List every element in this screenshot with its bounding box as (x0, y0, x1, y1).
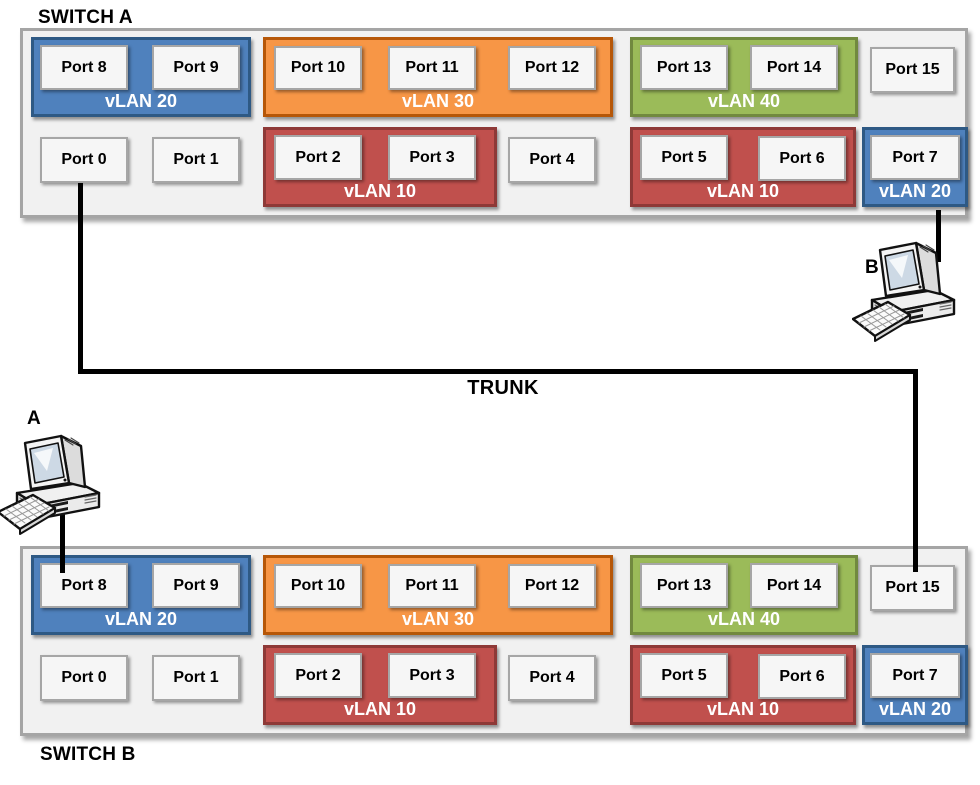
switch-b-port-1: Port 1 (152, 655, 240, 701)
switch-a-port-10: Port 10 (274, 46, 362, 90)
switch-b-vlan20-right-label: vLAN 20 (878, 699, 952, 719)
switch-a-vlan20-top-group: Port 8 Port 9 vLAN 20 (31, 37, 251, 117)
switch-b-port-12: Port 12 (508, 564, 596, 608)
switch-a-vlan30-group: Port 10 Port 11 Port 12 vLAN 30 (263, 37, 613, 117)
switch-a: Port 8 Port 9 vLAN 20 Port 10 Port 11 Po… (20, 28, 968, 218)
switch-b-vlan40-group: Port 13 Port 14 vLAN 40 (630, 555, 858, 635)
switch-a-port-8: Port 8 (40, 45, 128, 90)
switch-a-port-6: Port 6 (758, 136, 846, 181)
switch-a-port-4: Port 4 (508, 137, 596, 183)
switch-b-port-0: Port 0 (40, 655, 128, 701)
switch-b-port-14: Port 14 (750, 563, 838, 608)
switch-b-port-6: Port 6 (758, 654, 846, 699)
switch-b-vlan10-right-label: vLAN 10 (706, 699, 780, 719)
switch-b-vlan30-group: Port 10 Port 11 Port 12 vLAN 30 (263, 555, 613, 635)
switch-b-port-13: Port 13 (640, 563, 728, 608)
switch-a-vlan10-right-label: vLAN 10 (706, 181, 780, 201)
switch-b: Port 8 Port 9 vLAN 20 Port 10 Port 11 Po… (20, 546, 968, 736)
switch-a-vlan40-label: vLAN 40 (707, 91, 781, 111)
computer-icon (0, 434, 101, 536)
switch-b-vlan10-left-group: Port 2 Port 3 vLAN 10 (263, 645, 497, 725)
switch-a-vlan30-label: vLAN 30 (401, 91, 475, 111)
trunk-line-horizontal (78, 369, 918, 374)
switch-b-port-2: Port 2 (274, 653, 362, 698)
switch-b-title: SWITCH B (40, 744, 136, 765)
computer-icon (852, 241, 956, 343)
link-port7-to-computer-b (936, 210, 941, 262)
computer-a-label: A (27, 408, 41, 429)
switch-a-vlan20-right-label: vLAN 20 (878, 181, 952, 201)
switch-b-port-10: Port 10 (274, 564, 362, 608)
switch-b-vlan10-left-label: vLAN 10 (343, 699, 417, 719)
switch-a-vlan10-left-label: vLAN 10 (343, 181, 417, 201)
switch-b-vlan40-label: vLAN 40 (707, 609, 781, 629)
switch-b-vlan20-top-label: vLAN 20 (104, 609, 178, 629)
switch-a-port-13: Port 13 (640, 45, 728, 90)
switch-a-vlan20-right-group: Port 7 vLAN 20 (862, 127, 968, 207)
switch-a-port-15: Port 15 (870, 47, 955, 93)
switch-b-port-7: Port 7 (870, 653, 960, 698)
switch-a-vlan10-left-group: Port 2 Port 3 vLAN 10 (263, 127, 497, 207)
switch-a-port-1: Port 1 (152, 137, 240, 183)
trunk-line-right-vertical (913, 369, 918, 572)
switch-a-port-11: Port 11 (388, 46, 476, 90)
switch-b-port-4: Port 4 (508, 655, 596, 701)
switch-a-title: SWITCH A (38, 7, 133, 28)
switch-a-port-2: Port 2 (274, 135, 362, 180)
trunk-label: TRUNK (467, 377, 539, 399)
trunk-line-left-vertical (78, 183, 83, 374)
switch-b-vlan20-right-group: Port 7 vLAN 20 (862, 645, 968, 725)
switch-a-vlan10-right-group: Port 5 Port 6 vLAN 10 (630, 127, 856, 207)
switch-b-port-15: Port 15 (870, 565, 955, 611)
switch-a-vlan40-group: Port 13 Port 14 vLAN 40 (630, 37, 858, 117)
switch-a-port-9: Port 9 (152, 45, 240, 90)
switch-b-port-9: Port 9 (152, 563, 240, 608)
switch-a-port-14: Port 14 (750, 45, 838, 90)
switch-a-vlan20-top-label: vLAN 20 (104, 91, 178, 111)
switch-a-port-0: Port 0 (40, 137, 128, 183)
switch-b-port-5: Port 5 (640, 653, 728, 698)
switch-b-port-3: Port 3 (388, 653, 476, 698)
switch-b-vlan20-top-group: Port 8 Port 9 vLAN 20 (31, 555, 251, 635)
switch-a-port-3: Port 3 (388, 135, 476, 180)
switch-a-port-12: Port 12 (508, 46, 596, 90)
switch-b-port-8: Port 8 (40, 563, 128, 608)
switch-a-port-7: Port 7 (870, 135, 960, 180)
switch-a-port-5: Port 5 (640, 135, 728, 180)
computer-b-label: B (865, 257, 879, 278)
switch-b-port-11: Port 11 (388, 564, 476, 608)
switch-b-vlan30-label: vLAN 30 (401, 609, 475, 629)
switch-b-vlan10-right-group: Port 5 Port 6 vLAN 10 (630, 645, 856, 725)
link-computer-a-to-port8 (60, 512, 65, 573)
